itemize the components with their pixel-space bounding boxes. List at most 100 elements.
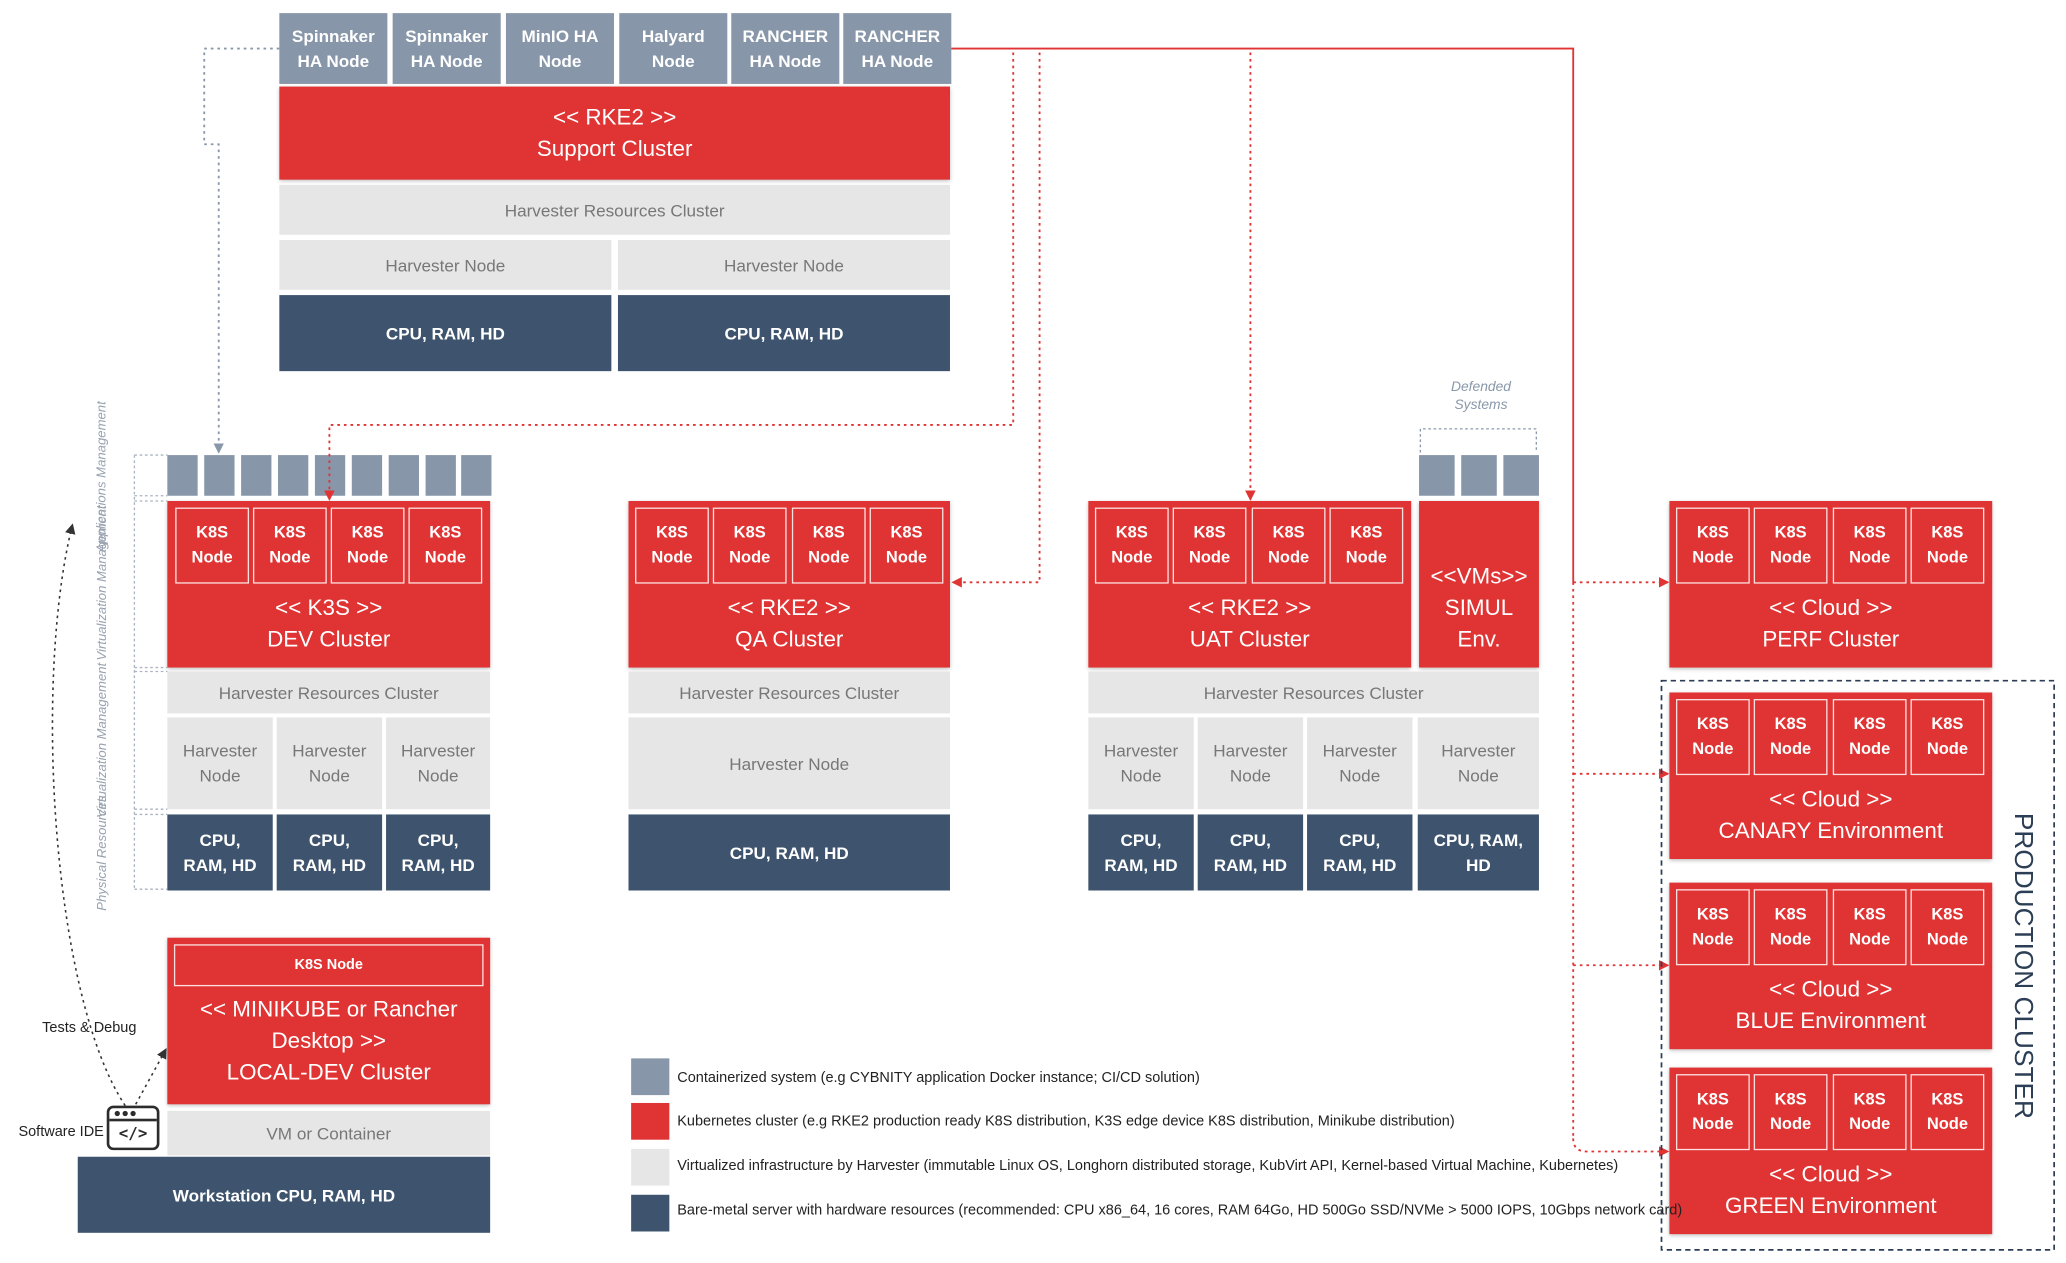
support-hardware-2: CPU, RAM, HD	[617, 295, 950, 372]
support-harvester-node-2: Harvester Node	[617, 240, 950, 290]
dev-hardware-2: CPU, RAM, HD	[276, 814, 383, 891]
k8s-node: K8S Node	[869, 507, 944, 584]
dev-cluster: K8S Node K8S Node K8S Node K8S Node << K…	[167, 500, 491, 668]
dev-harvester-node-2: Harvester Node	[276, 717, 383, 810]
legend-swatch-containerized	[631, 1058, 670, 1096]
uat-hardware-3: CPU, RAM, HD	[1307, 814, 1413, 891]
legend-text-baremetal: Bare-metal server with hardware resource…	[677, 1202, 1683, 1219]
canary-environment: K8S Node K8S Node K8S Node K8S Node << C…	[1669, 692, 1993, 860]
local-vm-container: VM or Container	[167, 1110, 491, 1156]
k8s-node: K8S Node	[1832, 507, 1907, 584]
local-k8s-node: K8S Node	[173, 944, 484, 987]
layer-label-virtualization-1: Virtualization Management	[95, 504, 111, 660]
workstation-hardware: Workstation CPU, RAM, HD	[77, 1156, 491, 1233]
qa-harvester-resources-cluster: Harvester Resources Cluster	[628, 671, 950, 714]
local-dev-cluster: K8S Node << MINIKUBE or Rancher Desktop …	[167, 937, 491, 1105]
dev-harvester-node-1: Harvester Node	[167, 717, 273, 810]
legend-text-virtualized: Virtualized infrastructure by Harvester …	[677, 1158, 1619, 1174]
dev-hardware-1: CPU, RAM, HD	[167, 814, 273, 891]
k8s-node: K8S Node	[1675, 699, 1750, 776]
support-node-spinnaker-2: Spinnaker HA Node	[392, 13, 501, 84]
defended-systems-bracket	[1419, 428, 1537, 453]
legend-swatch-virtualized	[631, 1148, 670, 1186]
layer-label-virtualization-2: Virtualization Management	[95, 662, 111, 818]
defended-systems-label: Defended Systems	[1450, 379, 1511, 414]
k8s-node: K8S Node	[1172, 507, 1247, 584]
qa-harvester-node: Harvester Node	[628, 717, 950, 810]
link-support-to-dev-apps	[203, 47, 280, 454]
dev-app-container	[425, 455, 456, 496]
uat-harvester-node-3: Harvester Node	[1307, 717, 1413, 810]
layer-guides	[133, 454, 168, 890]
uat-harvester-node-2: Harvester Node	[1197, 717, 1304, 810]
blue-environment: K8S Node K8S Node K8S Node K8S Node << C…	[1669, 882, 1993, 1050]
uat-cluster-label: << RKE2 >> UAT Cluster	[1188, 595, 1312, 652]
uat-hardware-4: CPU, RAM, HD	[1417, 814, 1539, 891]
support-harvester-resources-cluster: Harvester Resources Cluster	[279, 184, 950, 235]
uat-hardware-2: CPU, RAM, HD	[1197, 814, 1304, 891]
production-cluster-label: PRODUCTION CLUSTER	[2008, 812, 2038, 1119]
k8s-node: K8S Node	[791, 507, 866, 584]
link-support-to-qa	[951, 52, 1041, 588]
k8s-node: K8S Node	[1753, 889, 1828, 966]
defended-system	[1461, 455, 1497, 496]
support-hardware-1: CPU, RAM, HD	[279, 295, 612, 372]
k8s-node: K8S Node	[1675, 1074, 1750, 1151]
k8s-node: K8S Node	[712, 507, 787, 584]
dev-app-container	[388, 455, 419, 496]
dev-app-container	[314, 455, 346, 496]
simul-environment: <<VMs>> SIMUL Env.	[1419, 500, 1539, 668]
k8s-node: K8S Node	[175, 507, 250, 584]
k8s-node: K8S Node	[1910, 1074, 1985, 1151]
k8s-node: K8S Node	[1675, 889, 1750, 966]
k8s-node: K8S Node	[1910, 507, 1985, 584]
k8s-node: K8S Node	[1753, 699, 1828, 776]
perf-cluster-label: << Cloud >> PERF Cluster	[1762, 595, 1900, 652]
k8s-node: K8S Node	[408, 507, 483, 584]
dev-harvester-resources-cluster: Harvester Resources Cluster	[167, 671, 491, 714]
k8s-node: K8S Node	[1832, 889, 1907, 966]
green-environment-label: << Cloud >> GREEN Environment	[1724, 1161, 1937, 1219]
support-harvester-node-1: Harvester Node	[279, 240, 612, 290]
k8s-node: K8S Node	[1753, 507, 1828, 584]
uat-hardware-1: CPU, RAM, HD	[1088, 814, 1194, 891]
uat-harvester-node-1: Harvester Node	[1088, 717, 1194, 810]
qa-cluster-label: << RKE2 >> QA Cluster	[727, 595, 851, 652]
dev-harvester-node-3: Harvester Node	[386, 717, 491, 810]
k8s-node: K8S Node	[1753, 1074, 1828, 1151]
support-node-minio: MinIO HA Node	[505, 13, 615, 84]
k8s-node: K8S Node	[1832, 1074, 1907, 1151]
uat-harvester-node-4: Harvester Node	[1417, 717, 1539, 810]
uat-cluster: K8S Node K8S Node K8S Node K8S Node << R…	[1088, 500, 1412, 668]
defended-system	[1503, 455, 1539, 496]
dev-app-container	[204, 455, 235, 496]
code-editor-icon: </>	[106, 1105, 160, 1151]
legend-text-kubernetes: Kubernetes cluster (e.g RKE2 production …	[677, 1113, 1455, 1130]
k8s-node: K8S Node	[330, 507, 405, 584]
local-dev-cluster-label: << MINIKUBE or Rancher Desktop >> LOCAL-…	[199, 996, 458, 1085]
k8s-node: K8S Node	[1251, 507, 1326, 584]
dev-app-container	[167, 455, 198, 496]
k8s-node: K8S Node	[1910, 889, 1985, 966]
canary-environment-label: << Cloud >> CANARY Environment	[1718, 786, 1944, 844]
support-node-rancher-1: RANCHER HA Node	[731, 13, 840, 84]
layer-label-physical: Physical Resources	[95, 794, 111, 911]
support-node-spinnaker-1: Spinnaker HA Node	[279, 13, 388, 84]
k8s-node: K8S Node	[635, 507, 709, 584]
blue-environment-label: << Cloud >> BLUE Environment	[1735, 977, 1927, 1034]
tests-debug-label: Tests & Debug	[42, 1020, 137, 1037]
k8s-node: K8S Node	[1910, 699, 1985, 776]
dev-app-container	[351, 455, 383, 496]
legend-swatch-baremetal	[631, 1194, 670, 1232]
support-cluster: << RKE2 >> Support Cluster	[279, 86, 950, 180]
k8s-node: K8S Node	[1832, 699, 1907, 776]
defended-system	[1419, 455, 1455, 496]
qa-hardware: CPU, RAM, HD	[628, 814, 950, 891]
link-ide-to-local	[135, 1048, 167, 1105]
link-to-green	[1572, 1138, 1670, 1157]
software-ide-label: Software IDE	[18, 1123, 104, 1140]
legend-text-containerized: Containerized system (e.g CYBNITY applic…	[677, 1070, 1200, 1086]
legend-swatch-kubernetes	[631, 1102, 670, 1140]
qa-cluster: K8S Node K8S Node K8S Node K8S Node << R…	[628, 500, 950, 668]
